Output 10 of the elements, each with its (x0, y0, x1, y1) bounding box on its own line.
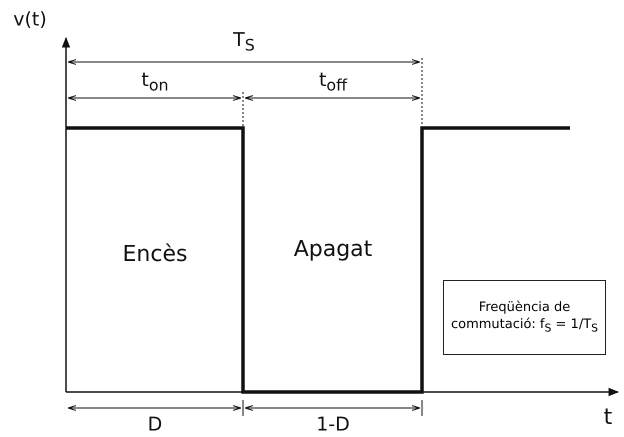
dimension-label: D (148, 414, 162, 436)
region-label: Encès (122, 242, 188, 268)
dimension-label: 1-D (316, 414, 350, 436)
axis-label: t (604, 406, 612, 430)
region-label: Apagat (294, 238, 372, 262)
dimension-label: T$_{S}$ (233, 30, 255, 54)
dimension-label: t$_{on}$ (141, 70, 169, 94)
note-box: Freqüència de commutació: f$_{S}$ = 1/T$_{S}$ (443, 280, 606, 355)
axis-label: v(t) (13, 10, 47, 30)
dimension-label: t$_{off}$ (318, 70, 348, 94)
